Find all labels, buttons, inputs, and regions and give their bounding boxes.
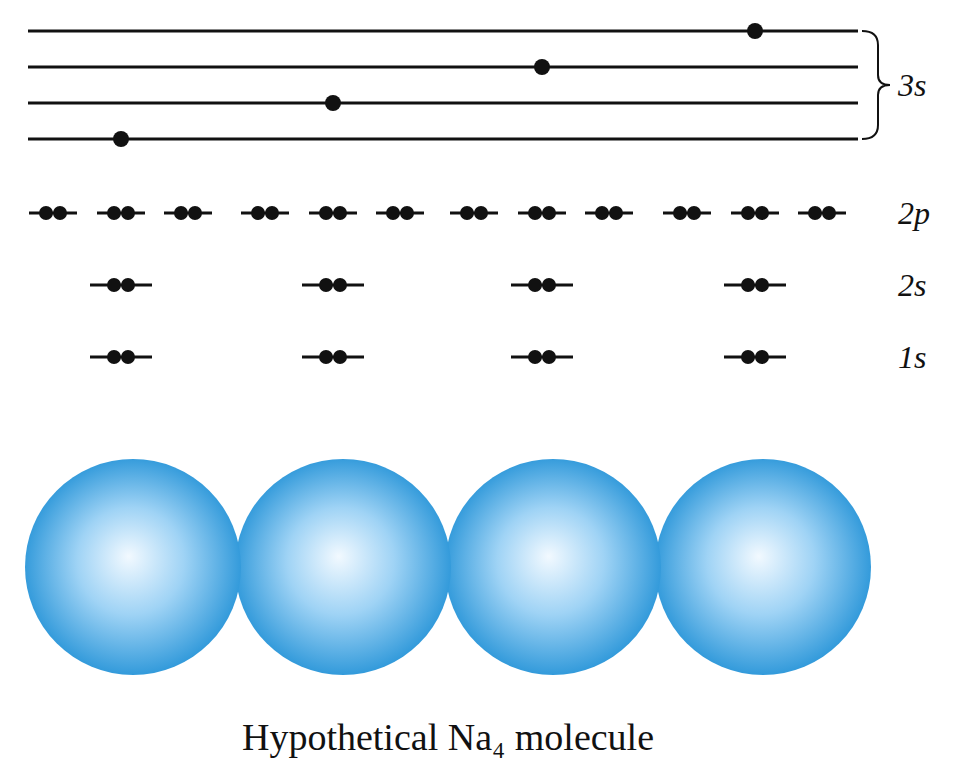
electron-dot xyxy=(107,206,121,220)
electron-dot xyxy=(755,278,769,292)
electron-dot xyxy=(400,206,414,220)
electron-dot xyxy=(319,350,333,364)
electron-dot xyxy=(474,206,488,220)
caption: Hypothetical Na₄ molecule xyxy=(242,718,654,756)
electron-dot xyxy=(822,206,836,220)
electron-dot xyxy=(333,278,347,292)
electron-dot xyxy=(609,206,623,220)
electron-dot xyxy=(528,278,542,292)
level-label: 2p xyxy=(898,197,930,229)
electron-dot xyxy=(741,206,755,220)
electron-dot xyxy=(528,350,542,364)
electron-dot xyxy=(174,206,188,220)
electron-dot xyxy=(333,350,347,364)
electron-dot xyxy=(107,278,121,292)
electron-dot xyxy=(39,206,53,220)
electron-dot xyxy=(741,278,755,292)
electron-dot xyxy=(755,206,769,220)
electron-dot xyxy=(121,278,135,292)
electron-dot xyxy=(333,206,347,220)
sodium-atoms xyxy=(25,459,871,675)
electron-dot xyxy=(53,206,67,220)
electron-dot xyxy=(121,206,135,220)
level-label: 2s xyxy=(898,269,926,301)
bracket xyxy=(862,31,890,139)
3s-electrons xyxy=(113,23,763,147)
electron-dot xyxy=(741,350,755,364)
electron-dot xyxy=(673,206,687,220)
level-label: 1s xyxy=(898,341,926,373)
electron-dot xyxy=(265,206,279,220)
electron-dot xyxy=(755,350,769,364)
electron-dot xyxy=(460,206,474,220)
electron-dot xyxy=(542,206,556,220)
electron-dot xyxy=(528,206,542,220)
electron-dot xyxy=(251,206,265,220)
electron-dot xyxy=(107,350,121,364)
3s-band-lines xyxy=(28,31,858,139)
electron-dot xyxy=(319,278,333,292)
electron-dot xyxy=(687,206,701,220)
electron-dot xyxy=(542,350,556,364)
electron-dot xyxy=(386,206,400,220)
core-levels xyxy=(29,206,846,364)
level-label: 3s xyxy=(898,69,926,101)
electron-dot xyxy=(121,350,135,364)
electron-dot xyxy=(595,206,609,220)
electron-dot xyxy=(188,206,202,220)
electron-dot xyxy=(319,206,333,220)
electron-dot xyxy=(808,206,822,220)
electron-dot xyxy=(542,278,556,292)
